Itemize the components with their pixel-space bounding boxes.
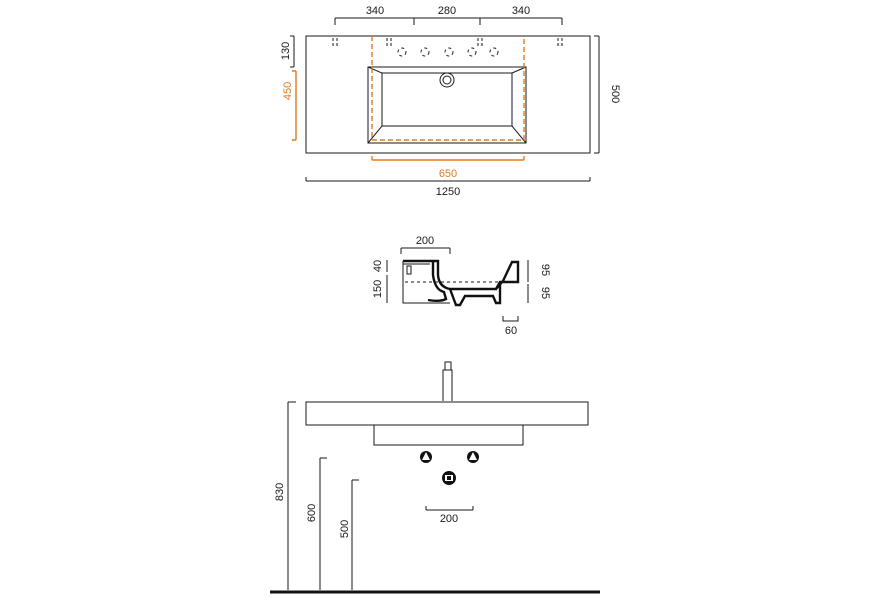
dim-overall-width: 1250 [436, 186, 460, 198]
bowl-inner [367, 66, 527, 144]
dim-overall-depth: 500 [609, 85, 621, 103]
basin-bowl [373, 425, 524, 446]
dim-lower-height: 95 [539, 287, 551, 299]
dim-upper-height: 95 [539, 264, 551, 276]
bowl-area-marker [371, 36, 525, 141]
tap-holes [397, 47, 499, 57]
dim-top-thickness: 40 [372, 260, 384, 272]
dim-center-spacing: 280 [438, 5, 456, 17]
section-view: 200 40 150 95 95 60 [372, 235, 551, 337]
dim-section-height: 150 [372, 280, 384, 298]
waste-outlet-icon [442, 471, 456, 485]
dim-section-offset: 200 [416, 235, 434, 247]
top-view: 340 280 340 130 450 500 650 1250 [280, 5, 621, 198]
tap-icon [442, 361, 453, 401]
fixing-marks [332, 38, 563, 46]
section-profile [403, 259, 520, 307]
dim-rim-width: 60 [505, 325, 517, 337]
top-outline [305, 35, 591, 154]
dim-right-spacing: 340 [512, 5, 530, 17]
dim-bowl-depth: 450 [282, 82, 294, 100]
supply-valve-icon [420, 451, 479, 463]
basin-top [305, 401, 589, 426]
dim-supply-spacing: 200 [440, 513, 458, 525]
drain-icon [439, 72, 455, 88]
front-view: 200 830 600 500 [270, 361, 600, 594]
bowl-outline [367, 66, 527, 144]
dim-left-spacing: 340 [366, 5, 384, 17]
dim-lower-height: 600 [306, 504, 318, 522]
dim-rim-height: 830 [274, 483, 286, 501]
dim-bowl-width: 650 [439, 168, 457, 180]
dim-rim-depth: 130 [280, 42, 292, 60]
dim-pipe-height: 500 [339, 520, 351, 538]
